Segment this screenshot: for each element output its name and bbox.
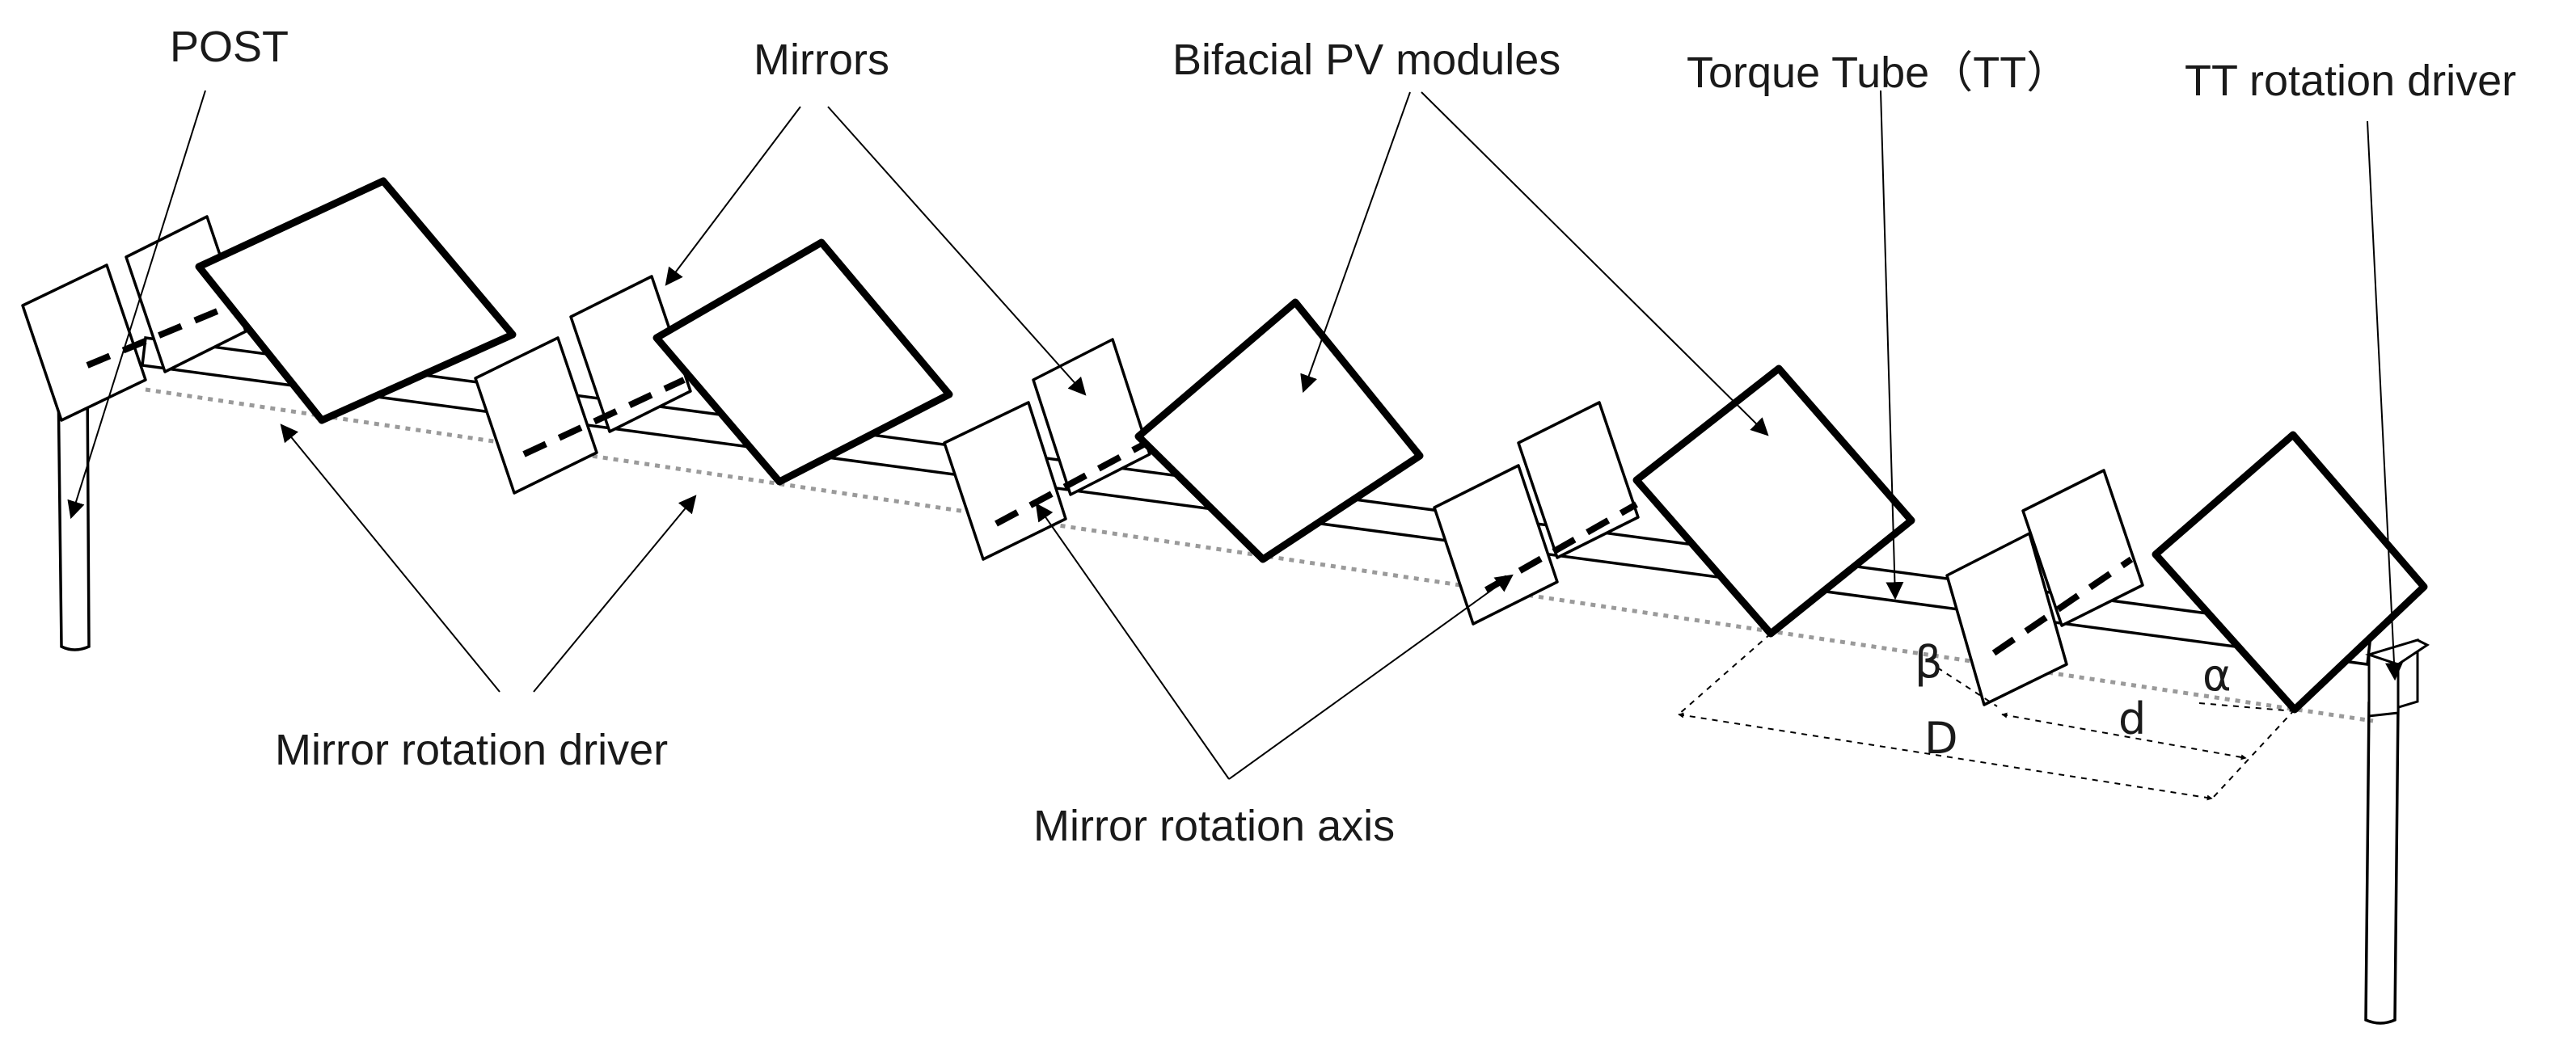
mirror-axis-4 (1484, 501, 1638, 593)
label-tt-rotation-driver: TT rotation driver (2185, 57, 2516, 105)
mirror-5a (1945, 532, 2068, 706)
mirror-axis-3 (995, 440, 1148, 527)
pv-module-1 (195, 177, 517, 424)
mirror-axis-5 (1991, 556, 2134, 656)
mirror-1a (21, 263, 147, 422)
label-mirrors: Mirrors (754, 36, 889, 84)
dimension-D-extension (1678, 633, 1772, 715)
label-torque-tube: Torque Tube（TT） (1687, 48, 2070, 97)
pv-module-4 (1632, 364, 1915, 638)
symbol-beta: β (1915, 637, 1942, 688)
mirror-4a (1433, 464, 1559, 626)
mirror-axis-2 (522, 377, 686, 457)
symbol-D: D (1924, 713, 1958, 764)
leader-lines (67, 90, 2404, 780)
tt-rotation-driver-box (2365, 638, 2430, 718)
label-mirror-rotation-driver: Mirror rotation driver (275, 726, 668, 774)
pv-module-2 (652, 238, 953, 486)
mirror-5b (2021, 469, 2144, 627)
mirror-2a (474, 336, 598, 495)
mirror-2b (569, 275, 692, 433)
symbol-alpha: α (2202, 650, 2232, 701)
mirror-3a (943, 401, 1067, 561)
alpha-ref-line (2198, 702, 2295, 712)
symbol-d: d (2118, 693, 2146, 744)
mirror-4b (1517, 401, 1640, 559)
dimension-d-extension (2211, 709, 2295, 799)
mirror-3b (1032, 338, 1151, 496)
pv-module-3 (1134, 298, 1424, 563)
pv-module-5 (2152, 431, 2428, 714)
right-post (2364, 702, 2400, 1025)
mirror-axis-1 (86, 297, 244, 369)
beta-ref-line (1936, 667, 1998, 707)
label-post: POST (170, 23, 289, 71)
label-bifacial-pv-modules: Bifacial PV modules (1172, 36, 1560, 84)
label-mirror-rotation-axis: Mirror rotation axis (1033, 802, 1395, 850)
